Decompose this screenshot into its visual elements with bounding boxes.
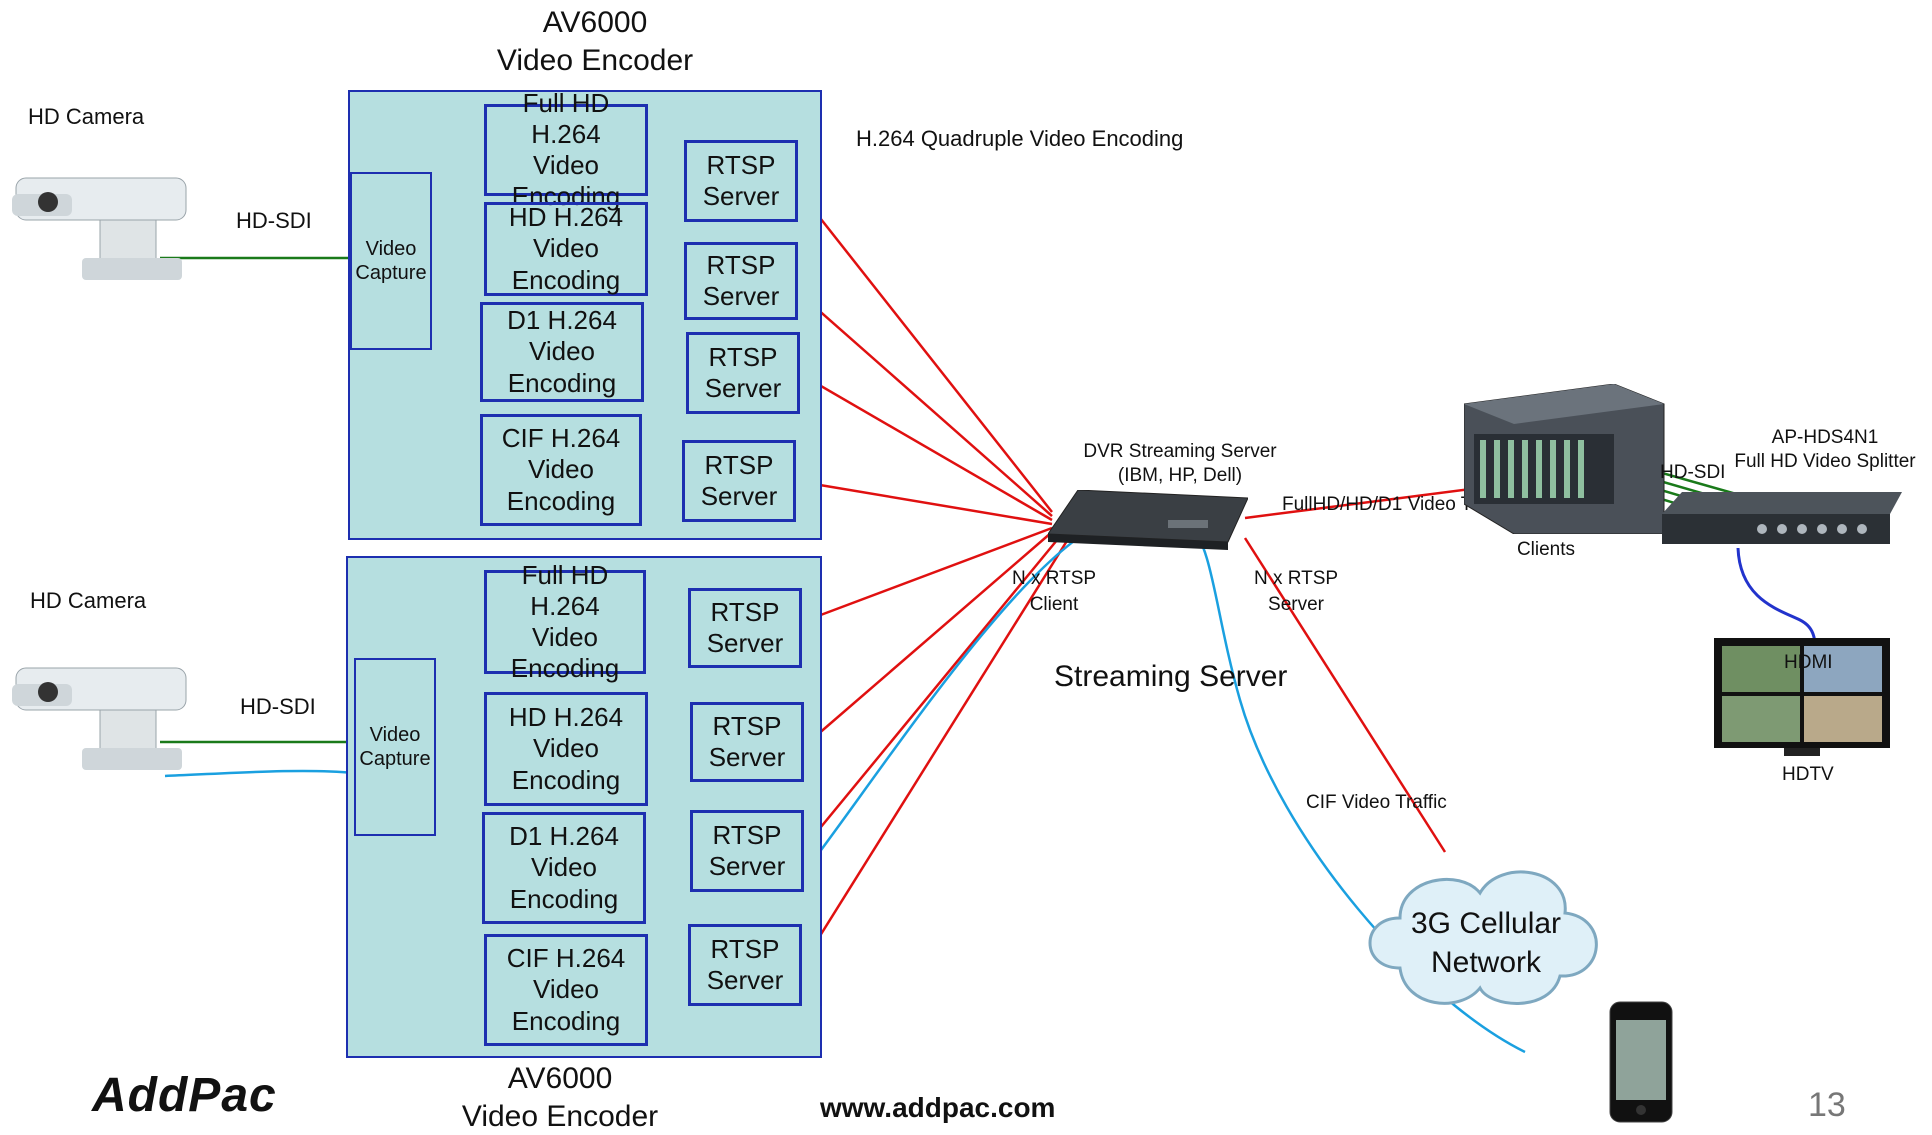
top-encoder-full-hd-label: Full HD H.264 Video Encoding: [487, 88, 645, 213]
cellular-network-label-line1: 3G Cellular: [1376, 904, 1596, 943]
bottom-video-capture-label: Video Capture: [359, 723, 430, 771]
bottom-encoder-full-hd-label: Full HD H.264 Video Encoding: [487, 560, 643, 685]
camera-top-icon: [12, 150, 192, 290]
top-encoder-hd: HD H.264 Video Encoding: [484, 202, 648, 296]
bottom-rtsp-server-1-label: RTSP Server: [707, 597, 784, 659]
top-rtsp-server-3-label: RTSP Server: [705, 342, 782, 404]
camera-top-label: HD Camera: [28, 104, 144, 130]
top-rtsp-server-3: RTSP Server: [686, 332, 800, 414]
hdmi-label: HDMI: [1784, 652, 1833, 674]
streaming-server-label: Streaming Server: [1054, 660, 1287, 694]
cellular-network-label-line2: Network: [1376, 943, 1596, 982]
top-rtsp-server-1-label: RTSP Server: [703, 150, 780, 212]
hdsdi-right-label: HD-SDI: [1660, 462, 1725, 484]
bottom-rtsp-server-2-label: RTSP Server: [709, 711, 786, 773]
top-rtsp-server-4: RTSP Server: [682, 440, 796, 522]
bottom-rtsp-server-3: RTSP Server: [690, 810, 804, 892]
top-rtsp-server-2-label: RTSP Server: [703, 250, 780, 312]
hdsdi-top-label: HD-SDI: [236, 208, 312, 234]
camera-bottom-label: HD Camera: [30, 588, 146, 614]
dvr-server-label-line2: (IBM, HP, Dell): [1050, 464, 1310, 488]
bottom-rtsp-server-2: RTSP Server: [690, 702, 804, 782]
n-rtsp-server-label-line2: Server: [1244, 592, 1348, 618]
top-video-capture: Video Capture: [350, 172, 432, 350]
n-rtsp-client-label-line1: N x RTSP: [1004, 566, 1104, 592]
bottom-encoder-cif-label: CIF H.264 Video Encoding: [507, 943, 626, 1037]
bottom-rtsp-server-1: RTSP Server: [688, 588, 802, 668]
mobile-phone-icon: [1608, 1000, 1676, 1128]
n-rtsp-server-label: N x RTSP Server: [1244, 566, 1348, 617]
bottom-encoder-cif: CIF H.264 Video Encoding: [484, 934, 648, 1046]
top-encoder-title-line1: AV6000: [470, 4, 720, 42]
page-number: 13: [1808, 1086, 1846, 1125]
top-encoder-title: AV6000 Video Encoder: [470, 4, 720, 79]
top-video-capture-label: Video Capture: [355, 237, 426, 285]
n-rtsp-client-label-line2: Client: [1004, 592, 1104, 618]
bottom-encoder-d1-label: D1 H.264 Video Encoding: [509, 821, 619, 915]
top-rtsp-server-1: RTSP Server: [684, 140, 798, 222]
rtsp-clients-label-line2: Clients: [1496, 538, 1596, 562]
splitter-label-line2: Full HD Video Splitter: [1720, 450, 1930, 474]
top-rtsp-server-2: RTSP Server: [684, 242, 798, 320]
bottom-rtsp-server-3-label: RTSP Server: [709, 820, 786, 882]
bottom-video-capture: Video Capture: [354, 658, 436, 836]
hdsdi-bottom-label: HD-SDI: [240, 694, 316, 720]
bottom-encoder-title-line1: AV6000: [435, 1060, 685, 1098]
top-encoder-cif: CIF H.264 Video Encoding: [480, 414, 642, 526]
n-rtsp-server-label-line1: N x RTSP: [1244, 566, 1348, 592]
video-splitter-icon: [1662, 492, 1902, 548]
n-rtsp-client-label: N x RTSP Client: [1004, 566, 1104, 617]
splitter-label-line1: AP-HDS4N1: [1720, 426, 1930, 450]
rtsp-client-chassis-icon: [1464, 384, 1674, 534]
quadruple-encoding-label: H.264 Quadruple Video Encoding: [856, 126, 1183, 152]
splitter-label: AP-HDS4N1 Full HD Video Splitter: [1720, 426, 1930, 474]
bottom-encoder-d1: D1 H.264 Video Encoding: [482, 812, 646, 924]
bottom-encoder-hd: HD H.264 Video Encoding: [484, 692, 648, 806]
bottom-rtsp-server-4-label: RTSP Server: [707, 934, 784, 996]
camera-bottom-icon: [12, 640, 192, 780]
dvr-server-icon: [1048, 490, 1248, 552]
top-encoder-full-hd: Full HD H.264 Video Encoding: [484, 104, 648, 196]
top-encoder-cif-label: CIF H.264 Video Encoding: [502, 423, 621, 517]
addpac-logo: AddPac: [92, 1068, 277, 1123]
top-encoder-d1: D1 H.264 Video Encoding: [480, 302, 644, 402]
bottom-rtsp-server-4: RTSP Server: [688, 924, 802, 1006]
top-encoder-hd-label: HD H.264 Video Encoding: [509, 202, 623, 296]
bottom-encoder-title-line2: Video Encoder: [435, 1098, 685, 1135]
bottom-encoder-title: AV6000 Video Encoder: [435, 1060, 685, 1135]
dvr-server-label-line1: DVR Streaming Server: [1050, 440, 1310, 464]
top-encoder-title-line2: Video Encoder: [470, 42, 720, 80]
hdtv-label: HDTV: [1782, 764, 1834, 786]
cif-traffic-label: CIF Video Traffic: [1306, 792, 1447, 814]
dvr-server-label: DVR Streaming Server (IBM, HP, Dell): [1050, 440, 1310, 488]
bottom-encoder-full-hd: Full HD H.264 Video Encoding: [484, 570, 646, 674]
top-encoder-d1-label: D1 H.264 Video Encoding: [507, 305, 617, 399]
website-label: www.addpac.com: [820, 1092, 1055, 1124]
cellular-network-label: 3G Cellular Network: [1376, 904, 1596, 982]
bottom-encoder-hd-label: HD H.264 Video Encoding: [509, 702, 623, 796]
top-rtsp-server-4-label: RTSP Server: [701, 450, 778, 512]
